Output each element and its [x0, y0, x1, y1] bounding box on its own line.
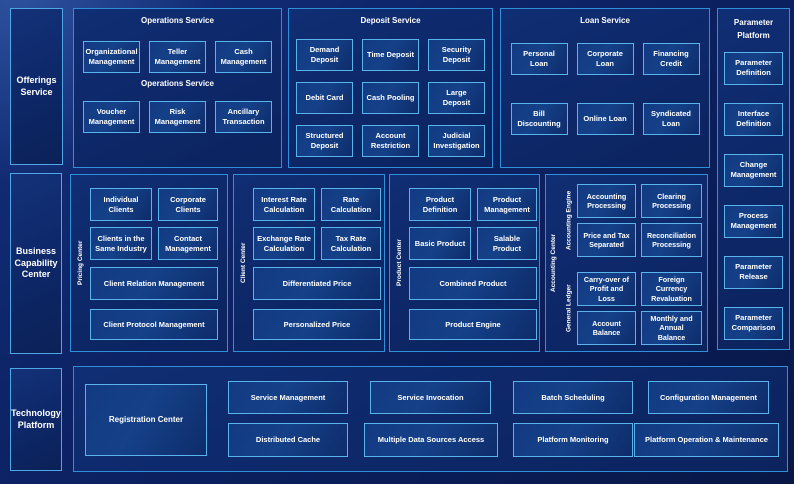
- box-basic-product: Basic Product: [409, 227, 471, 260]
- box-account-restriction: Account Restriction: [362, 124, 419, 157]
- operations-service-title: Operations Service: [141, 16, 214, 25]
- deposit-service-panel: Deposit Service Demand Deposit Time Depo…: [288, 8, 493, 168]
- box-large-deposit: Large Deposit: [428, 81, 485, 114]
- client-center-label: Client Center: [240, 242, 247, 284]
- loan-row-1: Personal Loan Corporate Loan Financing C…: [501, 42, 709, 75]
- box-voucher-management: Voucher Management: [83, 101, 140, 134]
- box-platform-monitoring: Platform Monitoring: [513, 423, 633, 457]
- box-ancillary-transaction: Ancillary Transaction: [215, 101, 272, 134]
- deposit-row-2: Debit Card Cash Pooling Large Deposit: [289, 81, 492, 114]
- box-distributed-cache: Distributed Cache: [228, 423, 348, 457]
- box-judicial-investigation: Judicial Investigation: [428, 124, 485, 157]
- parameter-platform-title: Parameter Platform: [733, 18, 774, 40]
- box-corporate-loan: Corporate Loan: [576, 42, 634, 75]
- box-client-protocol-management: Client Protocol Management: [90, 309, 218, 340]
- box-personal-loan: Personal Loan: [510, 42, 568, 75]
- box-interface-definition: Interface Definition: [724, 102, 783, 136]
- product-center-grid: Product Definition Product Management Ba…: [409, 188, 537, 260]
- box-combined-product: Combined Product: [409, 267, 537, 300]
- box-organizational-management: Organizational Management: [83, 40, 140, 73]
- box-foreign-currency-revaluation: Foreign Currency Revaluation: [641, 272, 702, 306]
- accounting-engine-label: Accounting Engine: [565, 190, 573, 251]
- box-cash-management: Cash Management: [215, 40, 272, 73]
- operations-row-1: Organizational Management Teller Managem…: [74, 40, 281, 73]
- product-center-panel: Product Center Product Definition Produc…: [389, 174, 540, 352]
- deposit-service-title: Deposit Service: [360, 16, 421, 25]
- box-contact-management: Contact Management: [158, 227, 218, 260]
- box-salable-product: Salable Product: [477, 227, 537, 260]
- product-center-label: Product Center: [396, 239, 403, 287]
- box-batch-scheduling: Batch Scheduling: [513, 381, 633, 414]
- operations-service-panel: Operations Service Organizational Manage…: [73, 8, 282, 168]
- box-demand-deposit: Demand Deposit: [296, 38, 353, 71]
- parameter-platform-items: Parameter Definition Interface Definitio…: [724, 51, 783, 340]
- box-parameter-release: Parameter Release: [724, 255, 783, 289]
- box-parameter-comparison: Parameter Comparison: [724, 306, 783, 340]
- box-personalized-price: Personalized Price: [253, 309, 381, 340]
- box-monthly-annual-balance: Monthly and Annual Balance: [641, 311, 702, 345]
- box-structured-deposit: Structured Deposit: [296, 124, 353, 157]
- box-financing-credit: Financing Credit: [642, 42, 700, 75]
- accounting-center-panel: Accounting Center Accounting Engine Acco…: [545, 174, 708, 352]
- box-syndicated-loan: Syndicated Loan: [642, 102, 700, 135]
- box-online-loan: Online Loan: [576, 102, 634, 135]
- box-risk-management: Risk Management: [149, 101, 206, 134]
- operations-row-2: Voucher Management Risk Management Ancil…: [74, 101, 281, 134]
- operations-service-subtitle: Operations Service: [141, 78, 214, 88]
- box-service-invocation: Service Invocation: [370, 381, 491, 414]
- parameter-platform-panel: Parameter Platform Parameter Definition …: [717, 8, 790, 350]
- deposit-row-1: Demand Deposit Time Deposit Security Dep…: [289, 38, 492, 71]
- general-ledger-group: General Ledger Carry-over of Profit and …: [561, 272, 702, 345]
- technology-platform-label: Technology Platform: [10, 368, 62, 471]
- business-capability-center-label: Business Capability Center: [10, 173, 62, 354]
- box-security-deposit: Security Deposit: [428, 38, 485, 71]
- box-parameter-definition: Parameter Definition: [724, 51, 783, 85]
- box-exchange-rate-calculation: Exchange Rate Calculation: [253, 227, 315, 260]
- box-service-management: Service Management: [228, 381, 348, 414]
- box-product-engine: Product Engine: [409, 309, 537, 340]
- box-change-management: Change Management: [724, 153, 783, 187]
- box-account-balance: Account Balance: [577, 311, 636, 345]
- client-center-panel: Client Center Interest Rate Calculation …: [233, 174, 385, 352]
- loan-service-title: Loan Service: [580, 16, 630, 25]
- box-differentiated-price: Differentiated Price: [253, 267, 381, 300]
- box-cash-pooling: Cash Pooling: [362, 81, 419, 114]
- box-teller-management: Teller Management: [149, 40, 206, 73]
- offerings-service-label: Offerings Service: [10, 8, 63, 165]
- accounting-center-label: Accounting Center: [550, 233, 557, 293]
- box-corporate-clients: Corporate Clients: [158, 188, 218, 221]
- box-rate-calculation: Rate Calculation: [321, 188, 381, 221]
- box-product-management: Product Management: [477, 188, 537, 221]
- box-platform-operation-maintenance: Platform Operation & Maintenance: [634, 423, 779, 457]
- general-ledger-label: General Ledger: [565, 284, 573, 333]
- box-multiple-data-sources-access: Multiple Data Sources Access: [364, 423, 498, 457]
- box-individual-clients: Individual Clients: [90, 188, 152, 221]
- deposit-row-3: Structured Deposit Account Restriction J…: [289, 124, 492, 157]
- box-clients-same-industry: Clients in the Same Industry: [90, 227, 152, 260]
- loan-row-2: Bill Discounting Online Loan Syndicated …: [501, 102, 709, 135]
- accounting-engine-group: Accounting Engine Accounting Processing …: [561, 184, 702, 257]
- pricing-center-grid: Individual Clients Corporate Clients Cli…: [90, 188, 218, 260]
- box-configuration-management: Configuration Management: [648, 381, 769, 414]
- pricing-center-label: Pricing Center: [77, 240, 84, 286]
- technology-platform-panel: Registration Center Service Management S…: [73, 366, 788, 472]
- pricing-center-panel: Pricing Center Individual Clients Corpor…: [70, 174, 228, 352]
- box-clearing-processing: Clearing Processing: [641, 184, 702, 218]
- box-client-relation-management: Client Relation Management: [90, 267, 218, 300]
- box-time-deposit: Time Deposit: [362, 38, 419, 71]
- box-process-management: Process Management: [724, 204, 783, 238]
- box-price-tax-separated: Price and Tax Separated: [577, 223, 636, 257]
- box-bill-discounting: Bill Discounting: [510, 102, 568, 135]
- client-center-grid: Interest Rate Calculation Rate Calculati…: [253, 188, 381, 260]
- box-registration-center: Registration Center: [85, 384, 207, 456]
- box-product-definition: Product Definition: [409, 188, 471, 221]
- box-debit-card: Debit Card: [296, 81, 353, 114]
- box-carry-over-profit-loss: Carry-over of Profit and Loss: [577, 272, 636, 306]
- box-tax-rate-calculation: Tax Rate Calculation: [321, 227, 381, 260]
- box-reconciliation-processing: Reconciliation Processing: [641, 223, 702, 257]
- box-accounting-processing: Accounting Processing: [577, 184, 636, 218]
- loan-service-panel: Loan Service Personal Loan Corporate Loa…: [500, 8, 710, 168]
- box-interest-rate-calculation: Interest Rate Calculation: [253, 188, 315, 221]
